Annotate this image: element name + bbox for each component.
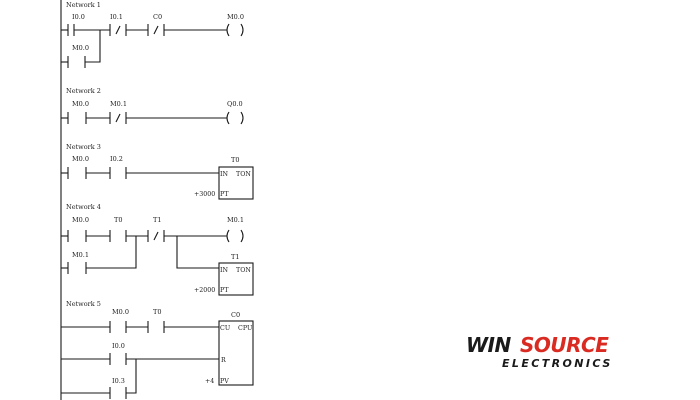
counter-pv-pin: PV [220, 378, 229, 385]
coil-q0-0 [240, 111, 244, 125]
counter-name: C0 [231, 311, 240, 319]
contact-nc-slash [115, 25, 121, 35]
counter-preset: +4 [205, 378, 214, 385]
counter-cu-pin: CU [220, 325, 231, 332]
timer-name: T0 [231, 156, 239, 164]
contact-label: M0.0 [72, 44, 89, 52]
coil-q0-0 [226, 111, 230, 125]
contact-label: M0.1 [110, 100, 127, 108]
timer-box-t0 [218, 166, 254, 200]
timer-in-pin: IN [220, 171, 228, 178]
counter-type: CPU [238, 325, 253, 332]
network-title: Network 4 [66, 203, 101, 211]
branch-wire [85, 30, 101, 63]
timer-type: TON [236, 267, 251, 274]
counter-r-pin: R [221, 357, 226, 364]
contact-nc-slash [115, 113, 121, 123]
coil-label: Q0.0 [227, 100, 243, 108]
contact-label: C0 [153, 13, 162, 21]
contact-label: M0.0 [72, 216, 89, 224]
coil-label: M0.0 [227, 13, 244, 21]
contact-label: I0.3 [112, 377, 125, 385]
network-title: Network 2 [66, 87, 101, 95]
timer-preset: +2000 [194, 287, 215, 294]
timer-name: T1 [231, 253, 239, 261]
logo-subtitle: ELECTRONICS [502, 357, 613, 370]
timer-pt-pin: PT [220, 191, 229, 198]
contact-label: I0.0 [72, 13, 85, 21]
coil-m0-0 [240, 23, 244, 37]
contact-label: I0.1 [110, 13, 123, 21]
contact-label: M0.0 [112, 308, 129, 316]
contact-label: I0.2 [110, 155, 123, 163]
branch-wire [86, 236, 137, 269]
branch-wire [176, 236, 219, 269]
coil-m0-1 [226, 229, 230, 243]
coil-m0-0 [226, 23, 230, 37]
network-title: Network 3 [66, 143, 101, 151]
coil-label: M0.1 [227, 216, 244, 224]
contact-label: M0.0 [72, 100, 89, 108]
contact-nc-slash [153, 231, 159, 241]
contact-nc-slash [153, 25, 159, 35]
coil-m0-1 [240, 229, 244, 243]
contact-label: T1 [153, 216, 161, 224]
timer-pt-pin: PT [220, 287, 229, 294]
network-title: Network 1 [66, 1, 101, 9]
contact-label: M0.1 [72, 251, 89, 259]
network-3: Network 3 M0.0 I0.2 T0 IN TON PT +3000 [61, 143, 254, 200]
logo-brand-win: WIN [466, 333, 511, 357]
timer-type: TON [236, 171, 251, 178]
winsource-logo: WIN SOURCE ELECTRONICS [462, 333, 662, 375]
network-1: Network 1 I0.0 I0.1 C0 M0.0 M0.0 [61, 1, 244, 68]
contact-label: T0 [153, 308, 161, 316]
counter-box-c0 [218, 320, 254, 386]
contact-label: I0.0 [112, 342, 125, 350]
network-5: Network 5 M0.0 T0 C0 CU CPU I0.0 R I0.3 … [61, 300, 254, 399]
contact-label: M0.0 [72, 155, 89, 163]
network-4: Network 4 M0.0 T0 T1 M0.1 M0.1 T1 IN TON… [61, 203, 254, 296]
branch-wire [126, 359, 137, 394]
timer-in-pin: IN [220, 267, 228, 274]
timer-preset: +3000 [194, 191, 215, 198]
contact-label: T0 [114, 216, 122, 224]
timer-box-t1 [218, 262, 254, 296]
network-2: Network 2 M0.0 M0.1 Q0.0 [61, 87, 244, 125]
logo-brand-source: SOURCE [520, 333, 609, 357]
network-title: Network 5 [66, 300, 101, 308]
